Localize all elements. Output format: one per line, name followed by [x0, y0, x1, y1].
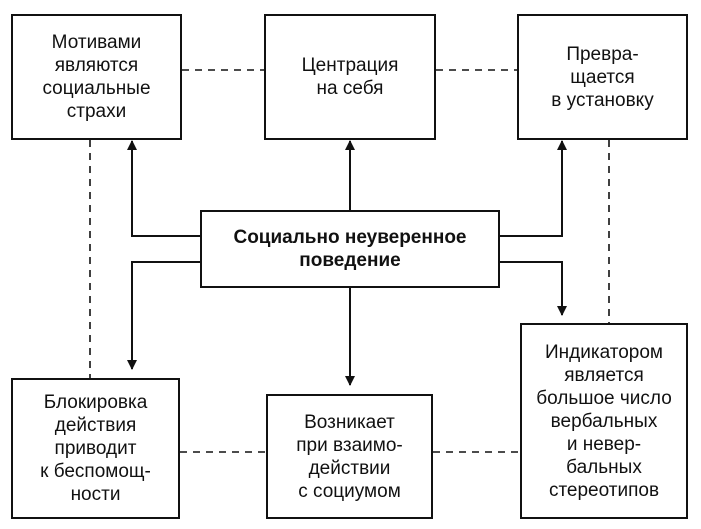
node-indicator-stereotypes: Индикатором является большое число верба…: [520, 323, 688, 519]
node-action-blocking-helplessness: Блокировка действия приводит к беспомощ-…: [11, 378, 180, 519]
arrow-to-bottom-left: [127, 261, 200, 370]
node-motives-social-fears: Мотивами являются социальные страхи: [11, 14, 182, 140]
node-socially-insecure-behavior: Социально неуверенное поведение: [200, 210, 500, 288]
arrow-to-top-left: [127, 140, 200, 237]
node-turns-into-attitude: Превра- щается в установку: [517, 14, 688, 140]
arrow-to-top-right: [500, 140, 567, 237]
node-self-centration: Центрация на себя: [264, 14, 436, 140]
arrow-to-bottom-right: [500, 261, 567, 316]
node-arises-in-social-interaction: Возникает при взаимо- действии с социумо…: [266, 394, 433, 519]
